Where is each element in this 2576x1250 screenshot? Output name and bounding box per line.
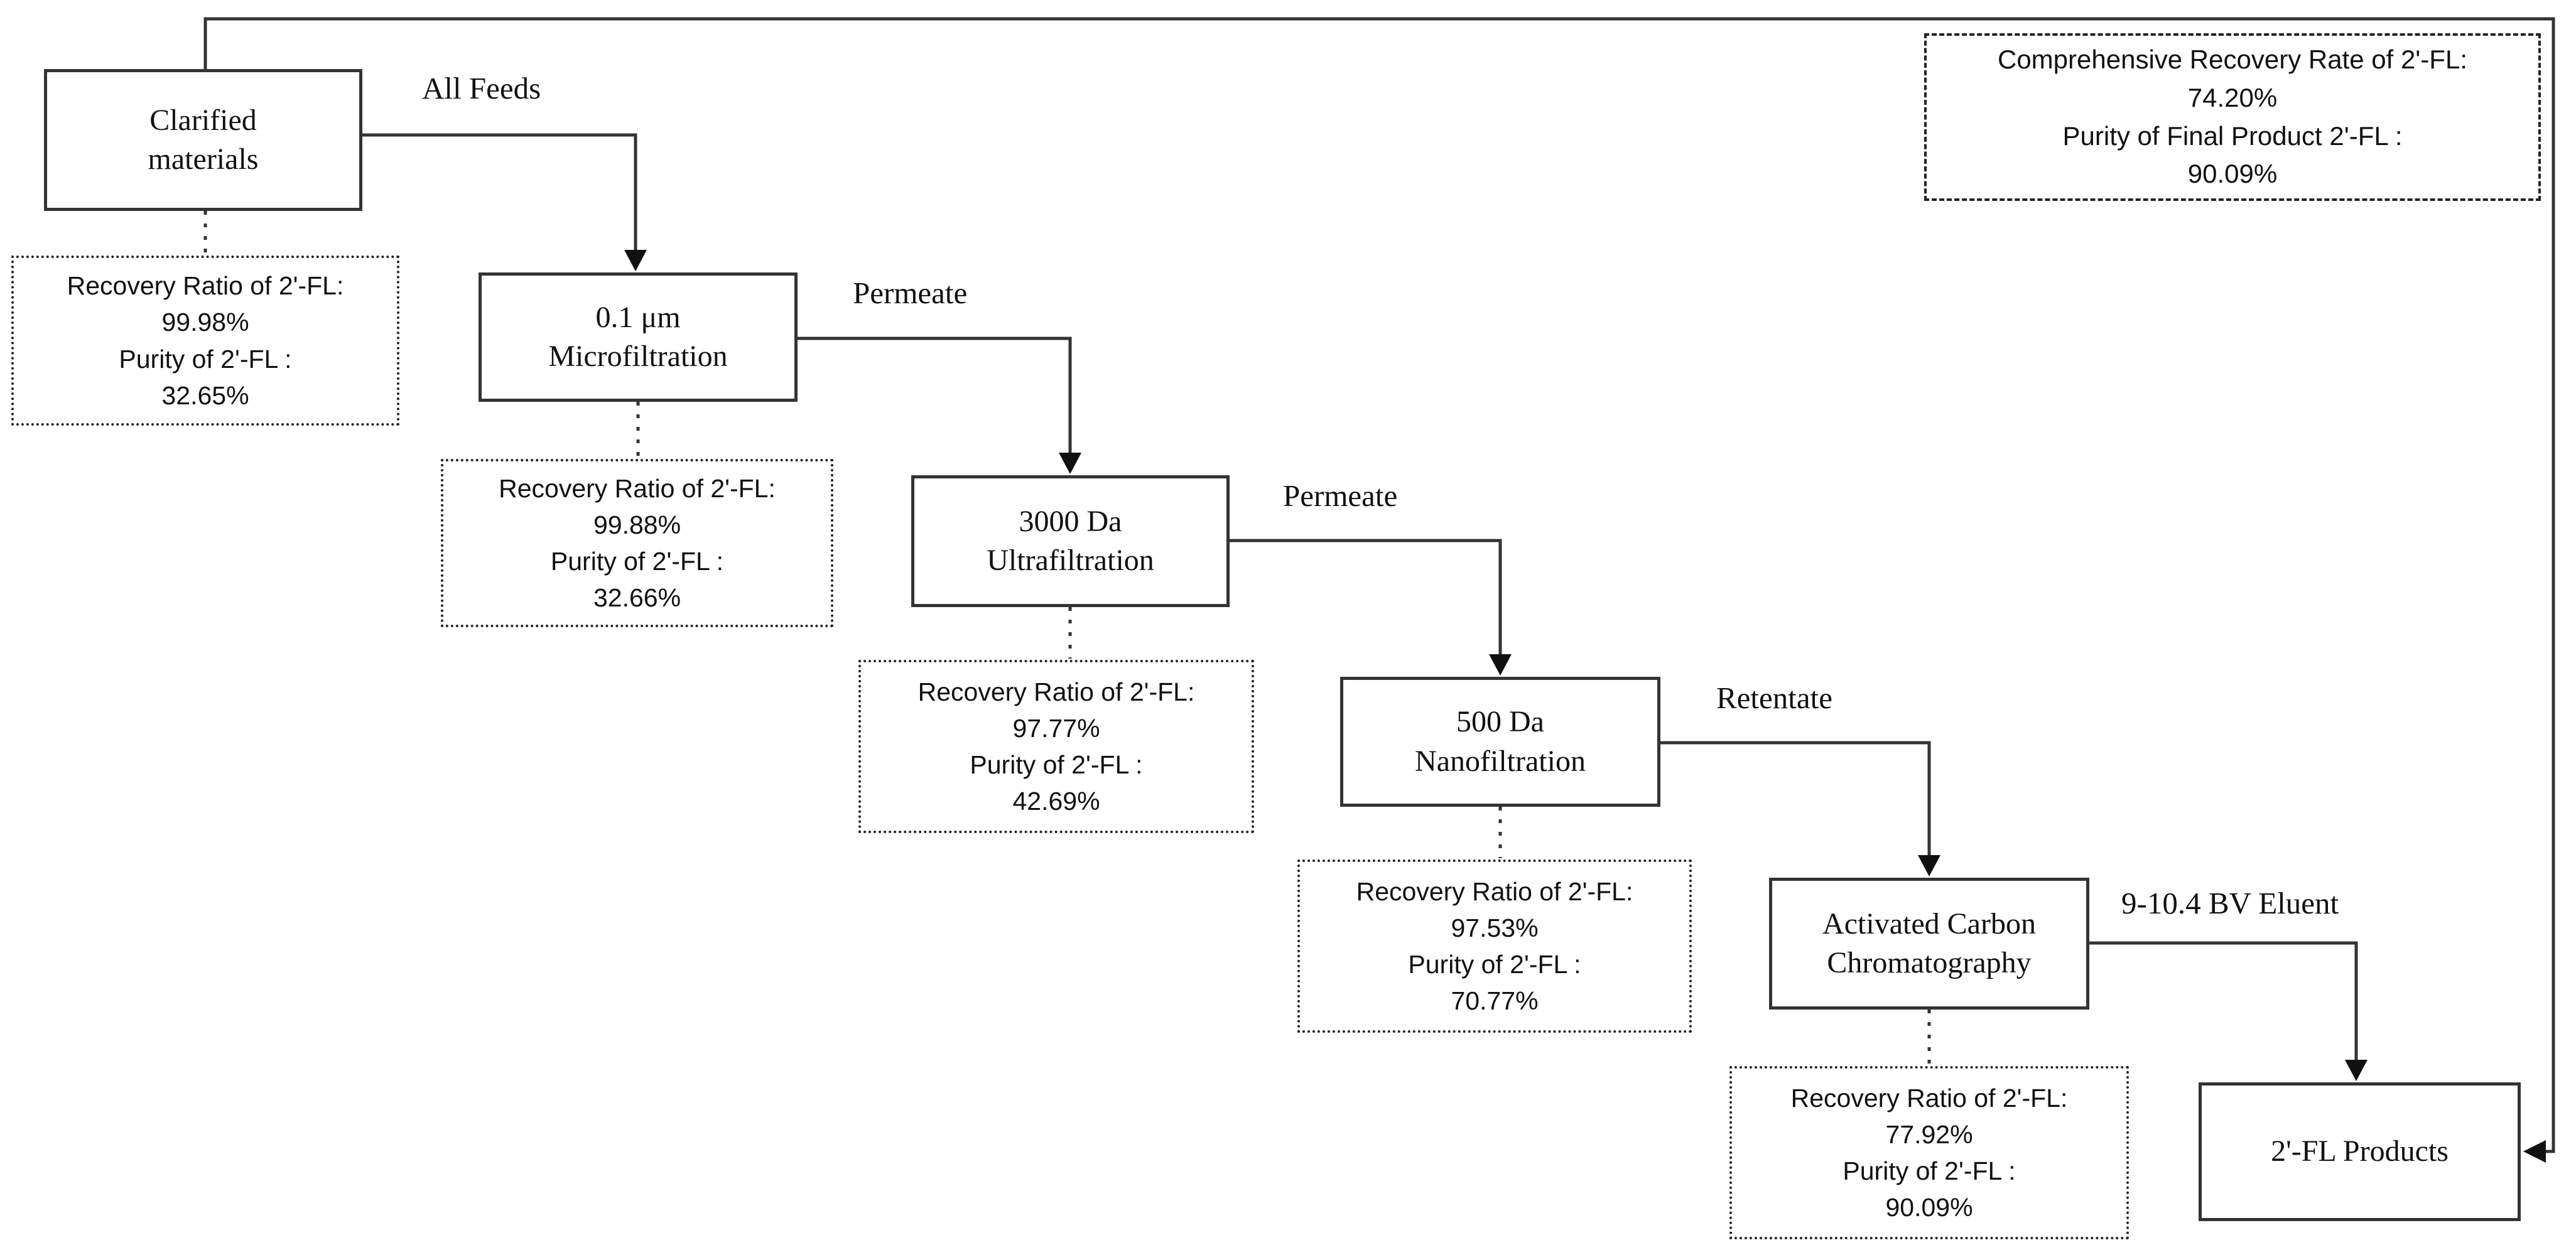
process-box-clarified-materials: Clarified materials <box>44 69 362 211</box>
process-label-line: Clarified <box>149 103 257 137</box>
stat-purity-value: 70.77% <box>1451 986 1539 1016</box>
summary-purity-label: Purity of Final Product 2'-FL : <box>2062 121 2403 151</box>
summary-recovery-value: 74.20% <box>2187 82 2278 112</box>
stat-recovery-label: Recovery Ratio of 2'-FL: <box>917 677 1195 706</box>
process-box-label: 0.1 μm Microfiltration <box>548 298 727 377</box>
process-label-line: Microfiltration <box>548 340 728 373</box>
arrow-down-icon <box>1059 453 1081 474</box>
process-label-line: 0.1 μm <box>595 300 681 334</box>
stat-recovery-value: 97.53% <box>1451 913 1539 942</box>
stat-recovery-value: 97.77% <box>1012 713 1100 743</box>
connector-permeate-2 <box>1230 539 1502 655</box>
stat-purity-label: Purity of 2'-FL : <box>1843 1156 2016 1185</box>
process-box-label: Clarified materials <box>148 101 259 180</box>
summary-recovery-label: Comprehensive Recovery Rate of 2'-FL: <box>1997 44 2467 74</box>
summary-box-comprehensive: Comprehensive Recovery Rate of 2'-FL: 74… <box>1924 33 2541 201</box>
stat-box-activated-carbon: Recovery Ratio of 2'-FL: 77.92% Purity o… <box>1729 1066 2129 1239</box>
arrow-down-icon <box>1489 654 1512 676</box>
flow-label-permeate-2: Permeate <box>1283 478 1398 513</box>
stat-purity-value: 90.09% <box>1885 1193 1973 1222</box>
stat-purity-label: Purity of 2'-FL : <box>970 750 1143 779</box>
process-label-line: 500 Da <box>1456 705 1544 739</box>
summary-purity-value: 90.09% <box>2187 159 2278 189</box>
stat-purity-value: 42.69% <box>1012 787 1100 816</box>
process-box-label: 2'-FL Products <box>2271 1132 2449 1171</box>
connector-retentate <box>1660 741 1931 856</box>
flow-label-permeate-1: Permeate <box>853 276 968 310</box>
stat-recovery-label: Recovery Ratio of 2'-FL: <box>1790 1083 2068 1113</box>
stat-recovery-label: Recovery Ratio of 2'-FL: <box>67 271 344 301</box>
process-label-line: 3000 Da <box>1019 504 1122 538</box>
stat-recovery-value: 77.92% <box>1885 1119 1973 1149</box>
stat-purity-value: 32.66% <box>593 583 681 613</box>
process-label-line: 2'-FL Products <box>2271 1134 2449 1168</box>
stat-recovery-label: Recovery Ratio of 2'-FL: <box>499 473 776 503</box>
arrow-down-icon <box>2345 1060 2368 1081</box>
connector-permeate-1 <box>798 337 1072 454</box>
arrow-down-icon <box>1918 855 1940 876</box>
connector-feedback-line <box>203 17 2555 1153</box>
process-box-activated-carbon-chromatography: Activated Carbon Chromatography <box>1769 878 2089 1010</box>
stat-box-ultrafiltration: Recovery Ratio of 2'-FL: 97.77% Purity o… <box>858 660 1254 833</box>
process-label-line: Ultrafiltration <box>987 544 1154 577</box>
process-box-microfiltration: 0.1 μm Microfiltration <box>479 272 798 402</box>
stat-box-clarified: Recovery Ratio of 2'-FL: 99.98% Purity o… <box>11 256 399 426</box>
connector-all-feeds <box>362 133 637 251</box>
process-label-line: materials <box>148 143 259 176</box>
stat-purity-label: Purity of 2'-FL : <box>119 344 292 374</box>
process-label-line: Chromatography <box>1827 946 2032 979</box>
stat-box-microfiltration: Recovery Ratio of 2'-FL: 99.88% Purity o… <box>441 459 833 627</box>
stat-recovery-label: Recovery Ratio of 2'-FL: <box>1356 876 1633 906</box>
process-box-label: Activated Carbon Chromatography <box>1822 905 2036 983</box>
stat-purity-value: 32.65% <box>161 380 249 410</box>
flow-label-eluent: 9-10.4 BV Eluent <box>2121 886 2339 920</box>
process-label-line: Nanofiltration <box>1415 744 1586 778</box>
arrow-down-icon <box>624 250 647 271</box>
stat-box-nanofiltration: Recovery Ratio of 2'-FL: 97.53% Purity o… <box>1297 859 1692 1033</box>
process-box-label: 500 Da Nanofiltration <box>1415 703 1586 781</box>
stat-purity-label: Purity of 2'-FL : <box>550 547 724 576</box>
arrow-left-icon <box>2523 1140 2546 1163</box>
stat-recovery-value: 99.98% <box>161 308 249 337</box>
stat-purity-label: Purity of 2'-FL : <box>1408 950 1581 979</box>
connector-eluent <box>2089 941 2358 1061</box>
process-box-products: 2'-FL Products <box>2199 1082 2521 1221</box>
process-box-label: 3000 Da Ultrafiltration <box>987 502 1154 581</box>
process-box-nanofiltration: 500 Da Nanofiltration <box>1340 677 1660 807</box>
process-label-line: Activated Carbon <box>1822 907 2036 940</box>
process-box-ultrafiltration: 3000 Da Ultrafiltration <box>911 475 1230 607</box>
flow-label-all-feeds: All Feeds <box>422 71 541 105</box>
stat-recovery-value: 99.88% <box>593 510 681 539</box>
flow-label-retentate: Retentate <box>1716 681 1833 715</box>
